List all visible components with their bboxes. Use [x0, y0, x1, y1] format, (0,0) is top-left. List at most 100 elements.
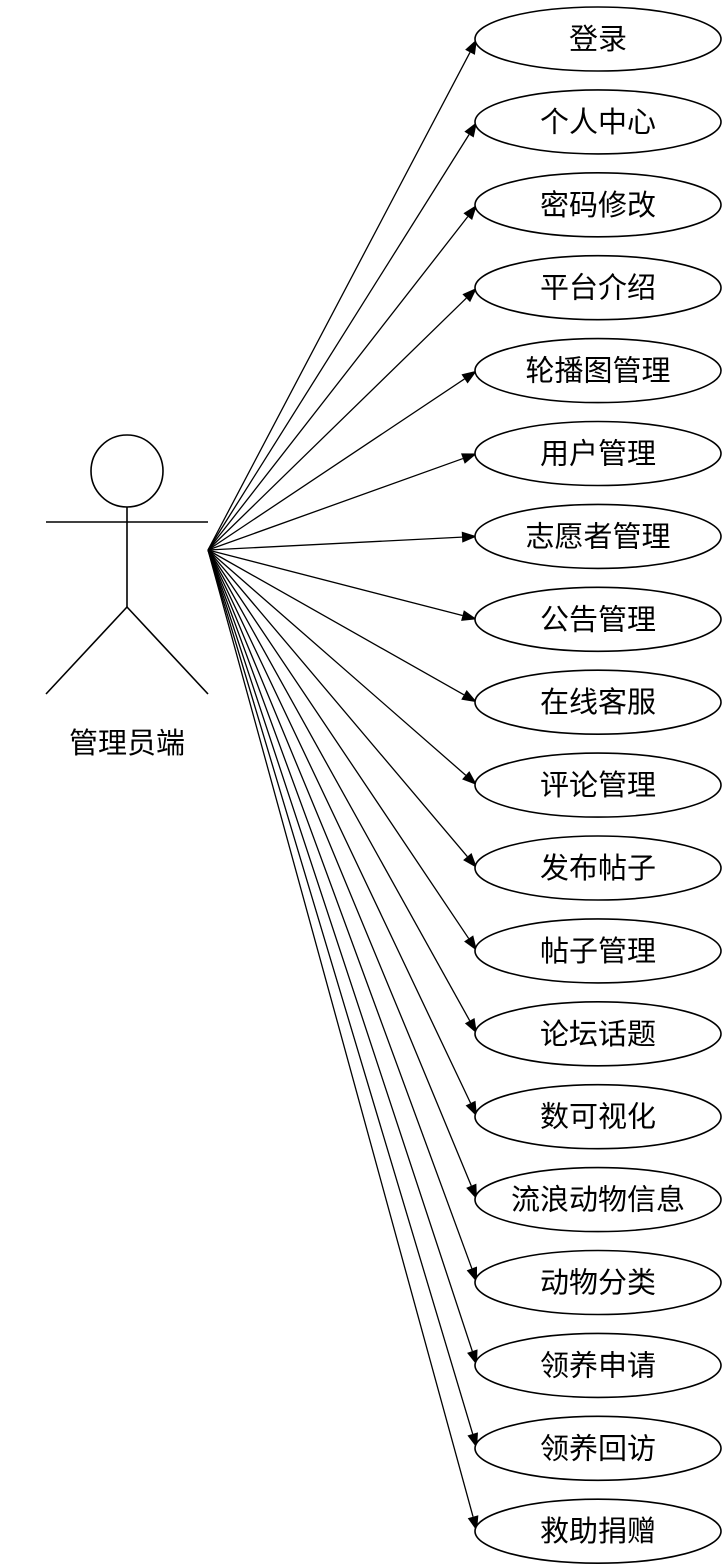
use-case: 论坛话题 — [474, 1001, 722, 1067]
actor-admin: 管理员端 — [45, 434, 209, 760]
association-line — [207, 549, 473, 1352]
use-case-label: 数可视化 — [540, 1100, 656, 1134]
use-case-ellipse — [474, 172, 722, 238]
use-case-ellipse — [474, 89, 722, 155]
association-line — [207, 549, 472, 1104]
use-case-label: 登录 — [569, 22, 627, 56]
use-case-label: 领养回访 — [540, 1431, 656, 1465]
use-case-label: 轮播图管理 — [525, 354, 670, 388]
association-line — [207, 51, 471, 551]
use-case-ellipse — [474, 1166, 722, 1233]
arrow-head — [462, 771, 477, 786]
association-line — [207, 536, 463, 551]
use-case-ellipse — [474, 337, 722, 404]
arrow-head — [461, 453, 477, 464]
use-case: 个人中心 — [474, 89, 722, 155]
use-case: 领养申请 — [474, 1332, 722, 1399]
use-case: 登录 — [474, 6, 722, 72]
use-case-ellipse — [474, 835, 722, 901]
use-case: 志愿者管理 — [474, 503, 722, 570]
association-line — [207, 549, 468, 857]
use-case: 轮播图管理 — [474, 337, 722, 404]
use-case: 发布帖子 — [474, 835, 722, 901]
use-case-ellipse — [474, 420, 722, 487]
association-line — [207, 549, 470, 939]
arrow-head — [464, 935, 477, 951]
use-case: 流浪动物信息 — [474, 1166, 722, 1233]
association-line — [207, 134, 470, 551]
use-case-label: 密码修改 — [540, 188, 656, 222]
association-line — [207, 549, 463, 617]
association-line — [207, 549, 474, 1435]
arrow-head — [466, 1266, 477, 1283]
use-case: 平台介绍 — [474, 254, 722, 321]
association-line — [207, 378, 465, 551]
actor-left-leg — [45, 606, 128, 695]
association-line — [207, 457, 464, 551]
use-case: 领养回访 — [474, 1415, 722, 1482]
use-case-ellipse — [474, 669, 722, 736]
use-case-ellipse — [474, 1249, 722, 1316]
use-case-label: 用户管理 — [540, 437, 656, 471]
use-case: 评论管理 — [474, 752, 722, 818]
use-case-label: 个人中心 — [540, 105, 656, 139]
association-line — [207, 216, 469, 551]
use-case: 数可视化 — [474, 1083, 722, 1150]
use-case-label: 动物分类 — [540, 1266, 656, 1300]
use-case-ellipse — [474, 503, 722, 570]
actor-label: 管理员端 — [69, 726, 185, 760]
use-case-label: 平台介绍 — [540, 271, 656, 305]
use-case-ellipse — [474, 6, 722, 72]
use-case: 在线客服 — [474, 669, 722, 736]
use-case-label: 公告管理 — [540, 602, 656, 636]
use-case-ellipse — [474, 752, 722, 818]
use-case-label: 救助捐赠 — [540, 1514, 656, 1548]
use-case-list: 登录个人中心密码修改平台介绍轮播图管理用户管理志愿者管理公告管理在线客服评论管理… — [474, 6, 722, 1564]
use-case-ellipse — [474, 1415, 722, 1482]
arrow-head — [461, 531, 477, 543]
use-case-label: 论坛话题 — [540, 1017, 656, 1051]
use-case: 公告管理 — [474, 586, 722, 653]
use-case-ellipse — [474, 1498, 722, 1564]
use-case-ellipse — [474, 1332, 722, 1399]
association-lines — [207, 39, 479, 1532]
use-case: 救助捐赠 — [474, 1498, 722, 1564]
use-case-label: 在线客服 — [540, 685, 656, 719]
arrow-head — [461, 370, 477, 384]
arrow-head — [461, 610, 477, 621]
use-case-ellipse — [474, 254, 722, 321]
use-case-ellipse — [474, 586, 722, 653]
use-case: 密码修改 — [474, 172, 722, 238]
association-line — [207, 549, 473, 1269]
association-line — [207, 549, 471, 1022]
use-case-label: 志愿者管理 — [525, 519, 670, 553]
use-case-ellipse — [474, 918, 722, 984]
association-line — [207, 297, 467, 551]
use-case-label: 评论管理 — [540, 768, 656, 802]
arrow-head — [464, 1018, 477, 1034]
use-case-label: 流浪动物信息 — [511, 1183, 685, 1217]
arrow-head — [463, 204, 477, 221]
arrow-head — [465, 39, 477, 55]
association-line — [207, 549, 467, 776]
use-case: 帖子管理 — [474, 918, 722, 984]
actor-right-leg — [126, 606, 209, 695]
association-line — [207, 549, 474, 1517]
use-case-label: 发布帖子 — [540, 851, 656, 885]
use-case-label: 领养申请 — [540, 1348, 656, 1382]
association-line — [207, 549, 465, 696]
use-case: 动物分类 — [474, 1249, 722, 1316]
use-case: 用户管理 — [474, 420, 722, 487]
use-case-label: 帖子管理 — [540, 934, 656, 968]
arrow-head — [467, 1349, 478, 1366]
arrow-head — [466, 1183, 477, 1200]
arrow-head — [463, 852, 477, 868]
arrow-head — [464, 121, 477, 138]
arrow-head — [465, 1100, 477, 1117]
actor-head — [90, 434, 164, 508]
arrow-head — [461, 690, 477, 703]
use-case-ellipse — [474, 1083, 722, 1150]
association-line — [207, 549, 472, 1186]
use-case-ellipse — [474, 1001, 722, 1067]
